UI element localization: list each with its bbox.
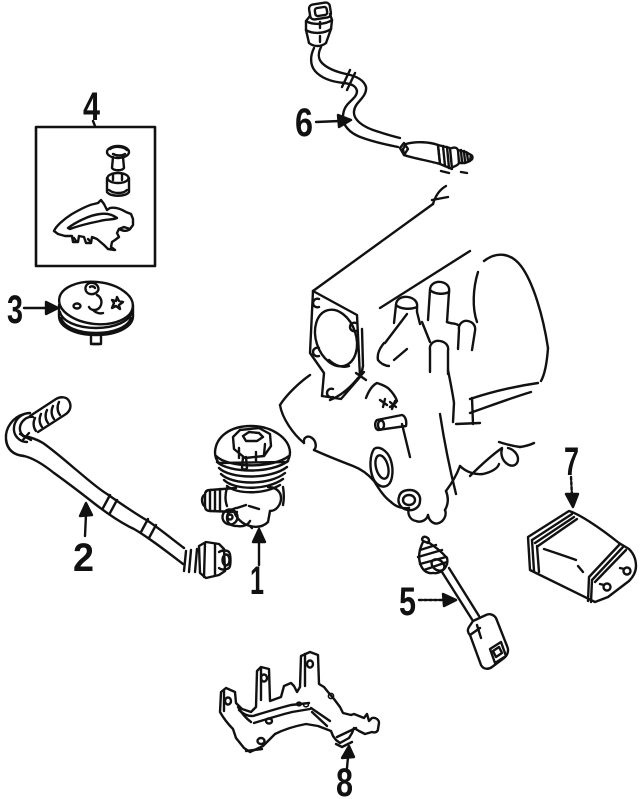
- svg-text:7: 7: [564, 440, 579, 484]
- svg-text:1: 1: [250, 559, 264, 603]
- svg-text:5: 5: [399, 580, 416, 624]
- svg-text:4: 4: [83, 85, 101, 129]
- svg-text:2: 2: [73, 536, 94, 580]
- svg-text:6: 6: [295, 101, 313, 145]
- svg-text:8: 8: [336, 761, 353, 799]
- svg-text:3: 3: [7, 288, 23, 332]
